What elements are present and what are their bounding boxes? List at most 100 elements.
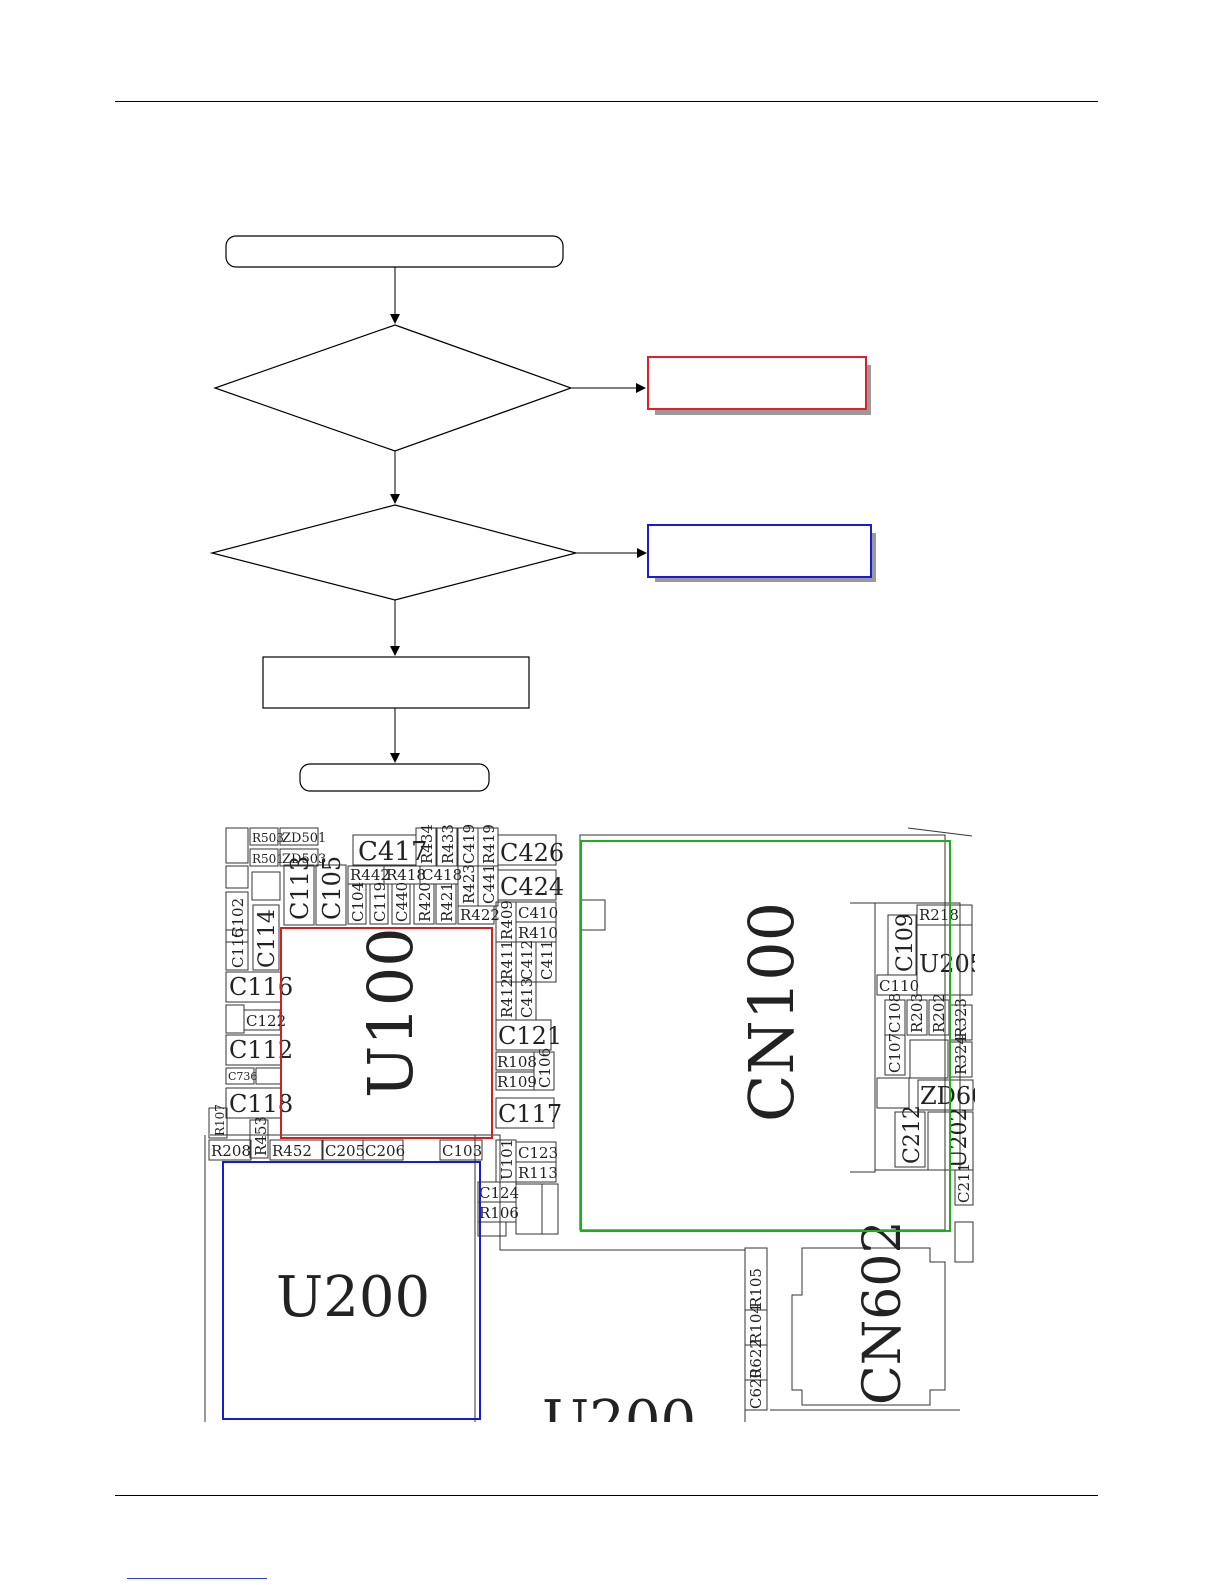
label-r109: R109 xyxy=(497,1073,537,1091)
comp-r208 xyxy=(208,1139,252,1161)
label-c105: C105 xyxy=(318,856,346,920)
label-r420: R420 xyxy=(416,882,434,922)
comp-r300 xyxy=(477,1221,507,1237)
header-rule xyxy=(115,101,1098,102)
comp-c620 xyxy=(744,1379,768,1411)
comp-c110 xyxy=(876,974,918,996)
label-cn602: CN602 xyxy=(853,1220,913,1405)
label-r501: R501 xyxy=(252,852,284,866)
comp-c211 xyxy=(954,1169,974,1206)
label-r113: R113 xyxy=(518,1164,558,1182)
comp-c117 xyxy=(495,1097,555,1129)
comp-c102 xyxy=(225,891,249,943)
comp-c103 xyxy=(439,1139,483,1161)
label-c411: C411 xyxy=(538,940,556,980)
label-c206: C206 xyxy=(365,1142,405,1160)
comp-c121 xyxy=(495,1019,552,1051)
label-r622: R622 xyxy=(747,1339,765,1379)
comp-zd604 xyxy=(954,1221,974,1263)
label-u202: U202 xyxy=(947,1107,972,1168)
comp-q201 xyxy=(909,1039,949,1079)
label-c119: C119 xyxy=(371,882,389,922)
label-r105: R105 xyxy=(747,1268,765,1308)
label-r218: R218 xyxy=(919,906,959,924)
flow-process-box xyxy=(262,656,530,709)
cn602-footprint xyxy=(791,1247,946,1406)
pcb-right-mask xyxy=(975,820,1225,1430)
footer-link-underline[interactable] xyxy=(127,1577,267,1579)
comp-zd505 xyxy=(225,827,249,864)
label-r423: R423 xyxy=(460,864,478,904)
label-c620: C620 xyxy=(747,1369,765,1409)
label-r452: R452 xyxy=(272,1142,312,1160)
label-c109: C109 xyxy=(893,913,918,972)
label-r203: R203 xyxy=(908,993,926,1033)
label-c441: C441 xyxy=(480,864,498,904)
label-r104: R104 xyxy=(747,1304,765,1344)
label-r419: R419 xyxy=(480,824,498,864)
label-r324: R324 xyxy=(952,1035,970,1075)
label-c103: C103 xyxy=(442,1142,482,1160)
label-c412: C412 xyxy=(518,940,536,980)
comp-r421 xyxy=(435,883,457,925)
comp-c736 xyxy=(225,1067,255,1085)
comp-c411 xyxy=(535,941,557,983)
comp-c104 xyxy=(347,883,367,925)
comp-c115 xyxy=(225,929,249,971)
label-r410: R410 xyxy=(518,924,558,942)
label-r409: R409 xyxy=(498,900,516,940)
label-c205: C205 xyxy=(325,1142,365,1160)
label-r442: R442 xyxy=(350,866,390,884)
comp-r111 xyxy=(251,871,281,901)
label-r411: R411 xyxy=(498,940,516,980)
label-r422: R422 xyxy=(460,906,500,924)
label-r434: R434 xyxy=(418,824,436,864)
label-c121: C121 xyxy=(498,1022,562,1050)
comp-r422 xyxy=(457,905,495,925)
label-r106: R106 xyxy=(479,1204,519,1222)
label-c113: C113 xyxy=(286,856,314,920)
label-c115: C115 xyxy=(229,928,247,968)
comp-r216 xyxy=(515,1183,543,1235)
label-c123: C123 xyxy=(518,1144,558,1162)
corner-trace xyxy=(907,827,973,837)
label-c122: C122 xyxy=(246,1012,286,1030)
label-cn100: CN100 xyxy=(735,902,808,1122)
label-c106: C106 xyxy=(536,1048,554,1088)
comp-c220 xyxy=(541,1183,559,1235)
highlight-cn100 xyxy=(580,840,951,1232)
highlight-u100 xyxy=(280,927,493,1139)
comp-r503 xyxy=(249,827,279,846)
comp-c440 xyxy=(391,883,411,925)
label-c418: C418 xyxy=(422,866,462,884)
comp-r453 xyxy=(249,1119,269,1159)
comp-c206 xyxy=(362,1139,404,1161)
label-r107: R107 xyxy=(213,1104,227,1136)
label-c118: C118 xyxy=(229,1090,293,1118)
label-c417: C417 xyxy=(358,837,428,867)
label-c124: C124 xyxy=(479,1184,519,1202)
comp-r113 xyxy=(515,1161,557,1183)
comp-zd60 xyxy=(917,1079,974,1111)
label-r418: R418 xyxy=(386,866,426,884)
comp-c105 xyxy=(315,864,347,926)
label-zd503: ZD503 xyxy=(282,852,326,867)
comp-c711 xyxy=(255,1067,282,1085)
comp-c212 xyxy=(894,1111,926,1168)
comp-c114 xyxy=(252,904,280,971)
label-c107: C107 xyxy=(886,1033,904,1073)
label-c426: C426 xyxy=(500,839,564,867)
label-c413: C413 xyxy=(518,978,536,1018)
label-r323: R323 xyxy=(952,998,970,1038)
comp-r112 xyxy=(225,1004,245,1034)
label-u205: U205 xyxy=(919,950,985,978)
label-u101: U101 xyxy=(498,1139,516,1180)
label-r202: R202 xyxy=(930,993,948,1033)
label-c440: C440 xyxy=(393,882,411,922)
flow-result-2-box xyxy=(647,524,872,578)
label-c108: C108 xyxy=(886,993,904,1033)
troubleshooting-flowchart xyxy=(209,235,876,792)
label-r208: R208 xyxy=(211,1142,251,1160)
comp-r107 xyxy=(208,1107,228,1139)
label-c116: C116 xyxy=(229,973,293,1001)
